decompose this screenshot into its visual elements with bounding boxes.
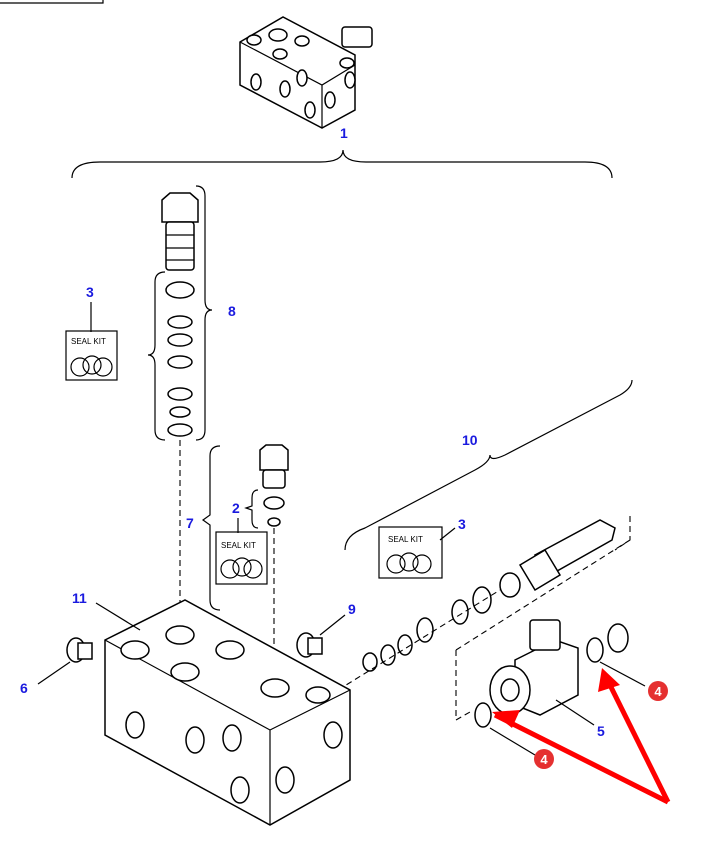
- frame-fragment: [0, 0, 104, 4]
- centerlines-10: [337, 516, 631, 721]
- seal-kit-label: SEAL KIT: [221, 541, 256, 550]
- seal-kit-icon-left: SEAL KIT: [65, 330, 118, 381]
- solenoid-cartridge-10: [362, 519, 616, 672]
- brace-seals-8: [147, 271, 166, 441]
- svg-text:4: 4: [540, 752, 548, 767]
- callout-6: 6: [20, 680, 28, 696]
- valve-assembly-thumbnail: [239, 16, 373, 129]
- callout-3-left: 3: [86, 284, 94, 300]
- brace-10: [344, 379, 633, 551]
- callout-1: 1: [340, 125, 348, 141]
- plug-6: [66, 637, 93, 663]
- seal-kit-icon-middle: SEAL KIT: [215, 531, 268, 585]
- brace-assembly: [71, 149, 613, 179]
- highlight-callout-4-right: 4: [648, 681, 668, 701]
- solenoid-coil-5: [474, 619, 629, 728]
- seal-kit-label: SEAL KIT: [388, 535, 423, 544]
- callout-10: 10: [462, 432, 478, 448]
- callout-2: 2: [232, 500, 240, 516]
- svg-text:4: 4: [654, 684, 662, 699]
- cartridge-valve-8: [161, 192, 199, 437]
- highlight-arrows: [492, 668, 671, 805]
- brace-8: [195, 185, 213, 441]
- callout-8: 8: [228, 303, 236, 319]
- callout-11: 11: [72, 590, 87, 606]
- seal-kit-label: SEAL KIT: [71, 337, 106, 346]
- cartridge-valve-2: [259, 444, 289, 527]
- callout-9: 9: [348, 601, 356, 617]
- valve-block-11: [104, 599, 351, 826]
- callout-5: 5: [597, 723, 605, 739]
- highlight-callout-4-bottom: 4: [534, 749, 554, 769]
- callout-3-right: 3: [458, 516, 466, 532]
- callout-7: 7: [186, 515, 194, 531]
- brace-7: [201, 445, 221, 611]
- plug-9: [296, 632, 323, 658]
- seal-kit-icon-right: SEAL KIT: [378, 526, 443, 579]
